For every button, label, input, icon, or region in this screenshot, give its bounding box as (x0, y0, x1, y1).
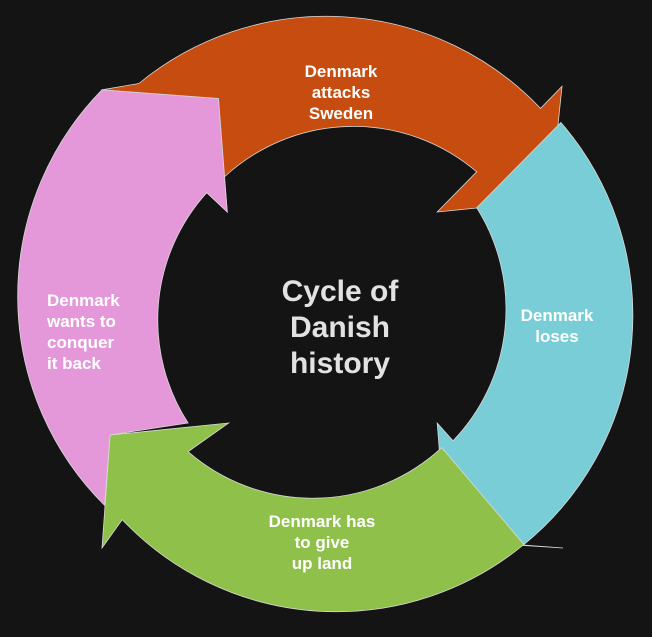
arrow-denmark-loses (436, 121, 634, 549)
arrow-conquer-back (17, 89, 228, 507)
step-attacks-sweden-label: Denmark attacks Sweden (304, 62, 378, 123)
arrow-give-up-land (101, 422, 525, 613)
diagram-title: Cycle of Danish history (281, 275, 399, 380)
step-give-up-land-label: Denmark has to give up land (268, 512, 376, 573)
step-denmark-loses-label: Denmark loses (520, 306, 594, 346)
step-conquer-back-label: Denmark wants to conquer it back (47, 291, 120, 373)
